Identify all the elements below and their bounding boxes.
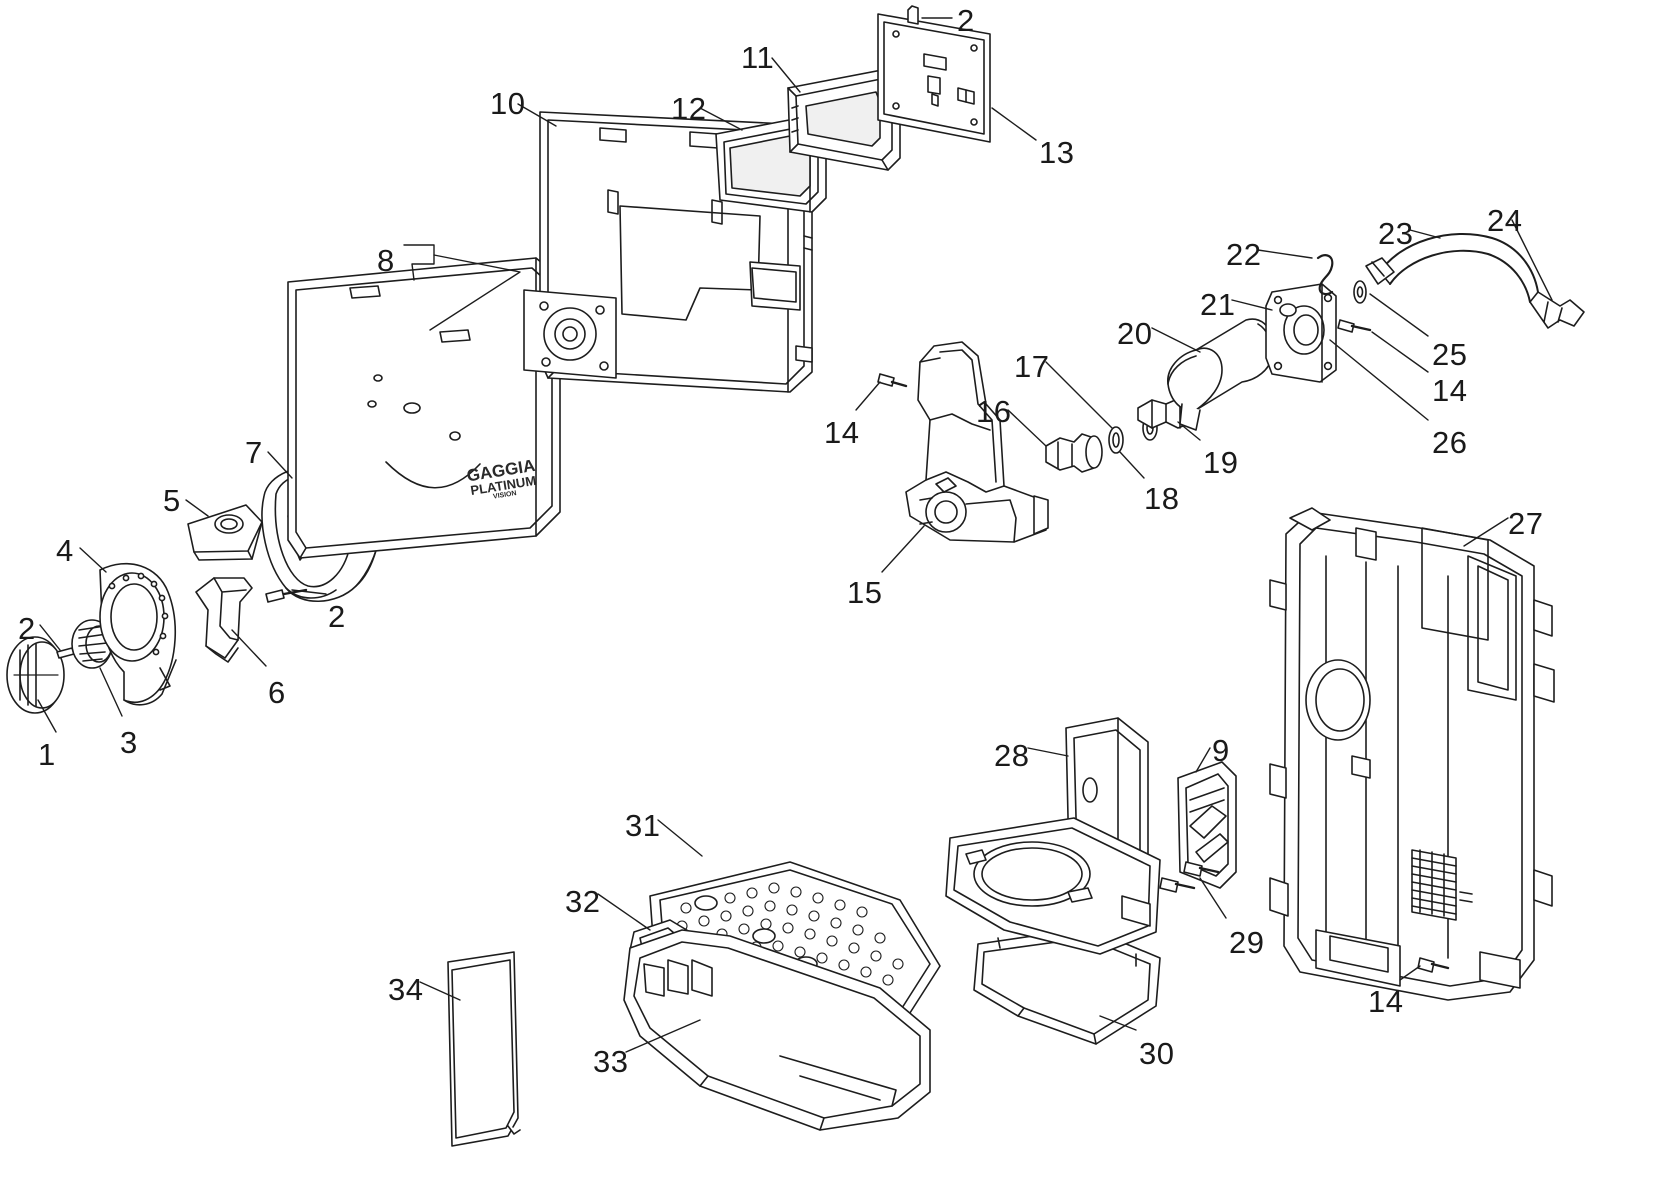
callout-26: 26 [1432,425,1468,460]
part-23-hose [1365,233,1539,303]
callout-27: 27 [1508,506,1544,541]
part-24-hose-connector [1529,291,1585,329]
part-8-speaker-inset [523,289,617,379]
callout-15: 15 [847,575,883,610]
callout-22: 22 [1226,237,1262,272]
callout-32: 32 [565,884,601,919]
callout-34: 34 [388,972,424,1007]
part-29-pins [1159,861,1220,893]
part-5-mounting-plate [187,504,263,561]
callout-1: 1 [38,737,56,772]
callout-12: 12 [671,91,707,126]
callout-30: 30 [1139,1036,1175,1071]
callout-11: 11 [741,40,775,75]
part-14-screw-center [877,373,908,388]
part-11-display-frame [787,67,901,171]
part-8-front-panel [287,257,561,559]
part-34-flat-panel [447,951,521,1147]
part-22-clip [1316,254,1334,296]
callout-5: 5 [163,483,181,518]
callout-10: 10 [490,86,526,121]
part-6-lever-bracket [195,577,253,663]
part-27-rear-chassis [1269,507,1555,1001]
callout-14a: 14 [824,415,860,450]
part-25-oring-right [1353,280,1367,304]
callout-3: 3 [120,725,138,760]
part-14-screw-bottom [1417,957,1450,973]
callout-21: 21 [1200,287,1236,322]
callout-7: 7 [245,435,263,470]
part-20-steam-pipe [1167,318,1273,431]
callout-17: 17 [1014,349,1050,384]
callout-8: 8 [377,243,395,278]
part-13-pcb-board [877,5,991,143]
callout-31: 31 [625,808,661,843]
part-1-knob-cap [6,636,65,714]
callout-19: 19 [1203,445,1239,480]
callout-25: 25 [1432,337,1468,372]
callout-20: 20 [1117,316,1153,351]
part-14-screw-right [1337,319,1372,333]
callout-18: 18 [1144,481,1180,516]
callout-6: 6 [268,675,286,710]
callout-2a: 2 [18,611,36,646]
callout-9: 9 [1212,733,1230,768]
callout-16: 16 [976,394,1012,429]
callout-2b: 2 [328,599,346,634]
callout-23: 23 [1378,216,1414,251]
callout-28: 28 [994,738,1030,773]
part-33-drip-tray [623,929,931,1131]
part-30-upper-housing [945,817,1161,955]
callout-13: 13 [1039,135,1075,170]
part-9-holder-insert [1177,761,1237,889]
callout-14c: 14 [1368,984,1404,1019]
part-4-front-bezel [99,562,177,706]
callout-14b: 14 [1432,373,1468,408]
callout-2c: 2 [957,3,975,38]
callout-33: 33 [593,1044,629,1079]
part-15-brew-bracket [905,341,1049,543]
part-21-flange-plate [1265,283,1337,383]
callout-29: 29 [1229,925,1265,960]
part-16-valve-fitting [1045,433,1103,473]
callout-24: 24 [1487,203,1523,238]
callout-4: 4 [56,533,74,568]
